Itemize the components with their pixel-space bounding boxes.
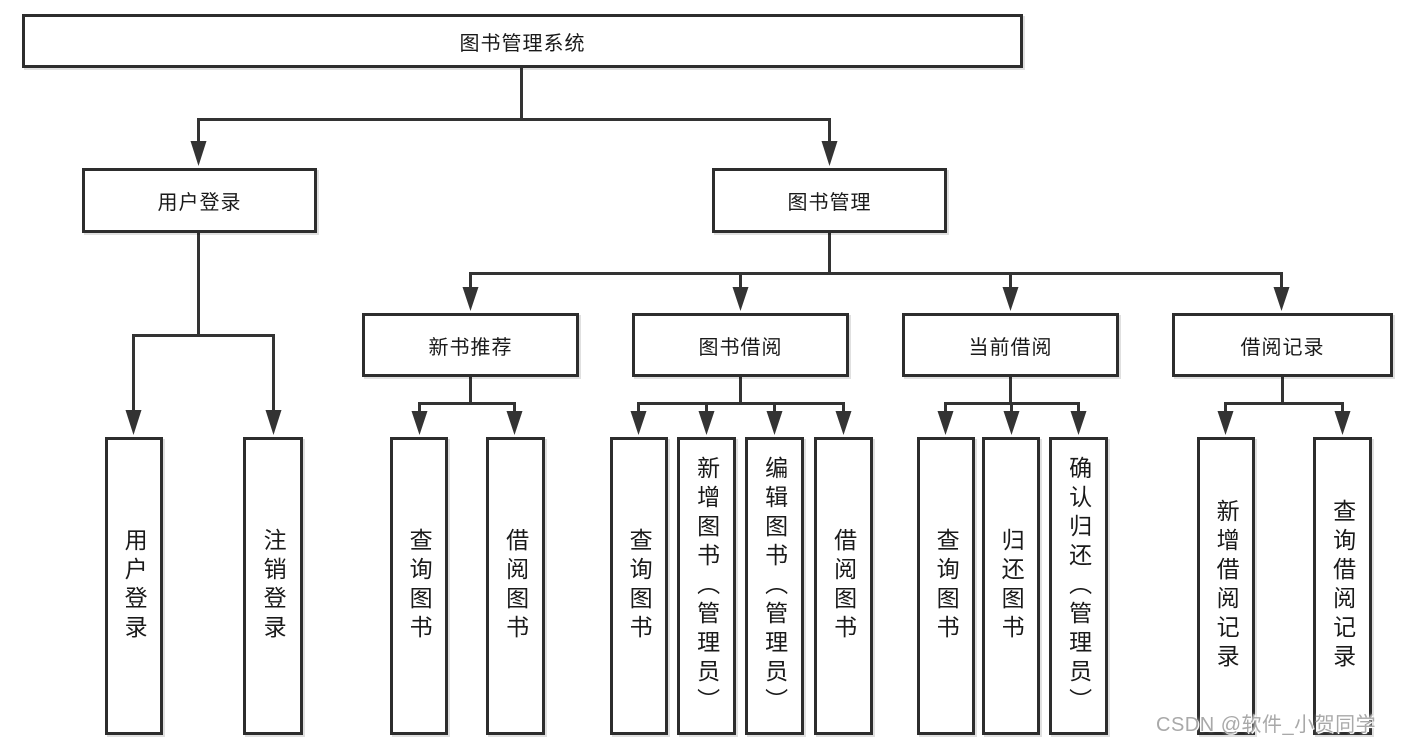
leaf-br-add-borrow-record: 新增借阅记录 — [1197, 437, 1255, 735]
leaf-cb-query-books: 查询图书 — [917, 437, 975, 735]
node-borrow-records: 借阅记录 — [1172, 313, 1393, 377]
leaf-user-login: 用户登录 — [105, 437, 163, 735]
node-current-borrow: 当前借阅 — [902, 313, 1119, 377]
leaf-cb-return-book: 归还图书 — [982, 437, 1040, 735]
leaf-br-query-borrow-record: 查询借阅记录 — [1313, 437, 1372, 735]
node-book-management: 图书管理 — [712, 168, 947, 233]
watermark-text: CSDN @软件_小贺同学 — [1156, 714, 1377, 736]
node-book-borrow: 图书借阅 — [632, 313, 849, 377]
node-new-book-recommend: 新书推荐 — [362, 313, 579, 377]
node-user-login: 用户登录 — [82, 168, 317, 233]
node-root: 图书管理系统 — [22, 14, 1023, 68]
leaf-bb-add-book-admin: 新增图书（管理员） — [677, 437, 736, 735]
leaf-bb-edit-book-admin: 编辑图书（管理员） — [745, 437, 804, 735]
arrowhead-icons — [125, 141, 1351, 435]
leaf-cb-confirm-return-admin: 确认归还（管理员） — [1049, 437, 1108, 735]
leaf-bb-query-books: 查询图书 — [610, 437, 668, 735]
leaf-nb-borrow-books: 借阅图书 — [486, 437, 545, 735]
leaf-nb-query-books: 查询图书 — [390, 437, 448, 735]
leaf-bb-borrow-books: 借阅图书 — [814, 437, 873, 735]
leaf-logout-login: 注销登录 — [243, 437, 303, 735]
